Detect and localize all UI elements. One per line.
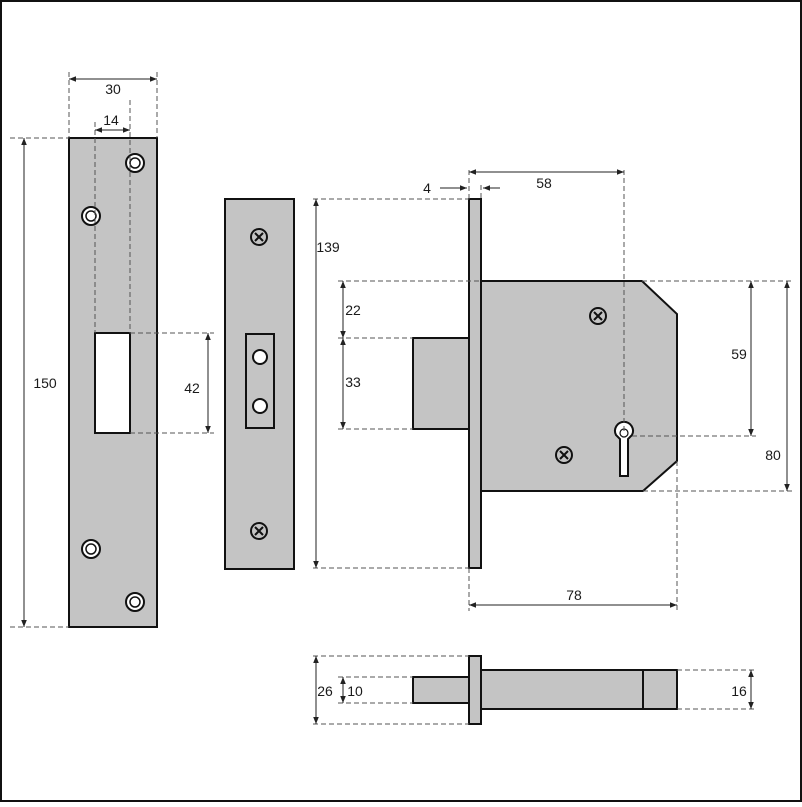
lock-body bbox=[412, 198, 678, 569]
dim-strike-width: 30 bbox=[105, 81, 121, 97]
dim-case-height: 80 bbox=[765, 447, 781, 463]
screw-cross bbox=[250, 228, 268, 246]
screw-hole bbox=[81, 539, 101, 559]
dim-bolt-total: 26 bbox=[317, 683, 333, 699]
keyhole-icon bbox=[614, 420, 634, 477]
dim-case-thickness: 16 bbox=[731, 683, 747, 699]
bolt-hole bbox=[252, 398, 268, 414]
dim-forend-thickness: 4 bbox=[423, 180, 431, 196]
forend-edge bbox=[468, 655, 482, 725]
screw-hole bbox=[125, 592, 145, 612]
bolt-side bbox=[412, 676, 470, 704]
dim-strike-offset: 14 bbox=[103, 112, 119, 128]
dim-bolt-height: 33 bbox=[345, 374, 361, 390]
dim-keyhole-height: 59 bbox=[731, 346, 747, 362]
strike-plate-dimensions: 30 14 150 42 bbox=[10, 72, 214, 628]
lock-top-view bbox=[412, 655, 678, 725]
dim-bolt-offset: 22 bbox=[345, 302, 361, 318]
dim-bolt-thickness: 10 bbox=[347, 683, 363, 699]
screw-hole bbox=[81, 206, 101, 226]
bolt bbox=[412, 337, 470, 430]
screw-cross bbox=[555, 446, 573, 464]
lock-body-dimensions: 139 4 58 22 33 59 80 78 bbox=[313, 169, 792, 611]
dim-forend-height: 139 bbox=[316, 239, 340, 255]
bolt-opening bbox=[94, 332, 131, 434]
screw-cross bbox=[589, 307, 607, 325]
bolt-side-dimensions: 26 10 16 bbox=[313, 655, 756, 725]
lock-case bbox=[480, 280, 678, 492]
screw-hole bbox=[125, 153, 145, 173]
strike-plate bbox=[68, 137, 158, 628]
bolt-hole bbox=[252, 349, 268, 365]
forend-front bbox=[224, 198, 295, 570]
dim-strike-height: 150 bbox=[33, 375, 57, 391]
dim-strike-opening: 42 bbox=[184, 380, 200, 396]
screw-cross bbox=[250, 522, 268, 540]
dim-backset: 58 bbox=[536, 175, 552, 191]
dim-depth: 78 bbox=[566, 587, 582, 603]
case-side bbox=[480, 669, 678, 710]
forend-side bbox=[468, 198, 482, 569]
